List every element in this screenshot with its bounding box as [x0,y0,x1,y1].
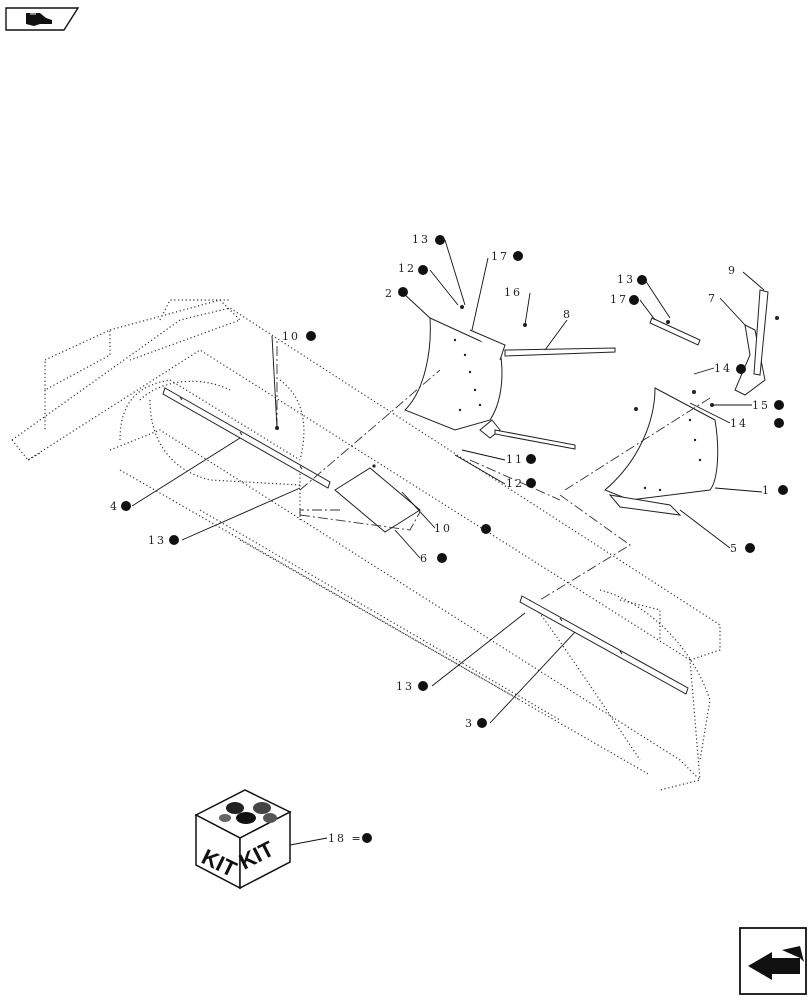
callout-label: 14 [714,362,732,375]
callout-15: 15 [712,399,784,412]
callout-14-bottom: 14 [689,402,784,430]
callout-label: 14 [730,417,748,430]
callout-label: 15 [752,399,770,412]
callout-1: 1 [714,484,788,497]
callout-label: 9 [728,264,737,277]
callout-13-left: 13 [148,487,301,547]
callout-label: 13 [412,233,430,246]
strip-part-4 [162,387,331,489]
callout-4: 4 [110,437,241,513]
curved-shield-part-1 [604,387,719,516]
callout-16: 16 [504,286,531,326]
callout-17-right: 17 [610,293,656,321]
book-hand-icon[interactable] [5,7,80,31]
callout-label: 17 [491,250,509,263]
callout-label: 10 [282,330,300,343]
callout-label: 17 [610,293,628,306]
callout-10-top: 10 [271,330,316,429]
callout-label: 12 [398,262,416,275]
callout-12-mid: 12 [454,454,536,490]
callout-label: 13 [617,273,635,286]
callout-18: 18 = [289,832,372,846]
callout-6: 6 [394,529,447,565]
fasteners [275,305,779,430]
callout-13-right: 13 [617,273,671,319]
rod-part-9 [753,289,769,376]
next-page-arrow-icon[interactable] [739,927,807,995]
callout-2: 2 [385,287,431,319]
callout-13-bottom: 13 [396,612,526,693]
callout-label: 11 [506,453,524,466]
left-trough-liner [149,379,301,486]
strip-part-3 [519,595,689,695]
callout-label: 2 [385,287,394,300]
callout-5: 5 [679,509,755,555]
callout-label: 10 [434,522,452,535]
callout-label: 8 [563,308,572,321]
callout-label: 12 [506,477,524,490]
callout-10-mid: 10 [401,491,491,535]
curved-shield-part-2 [404,317,506,439]
callout-label: 13 [396,680,414,693]
callout-label: 18 = [328,832,363,845]
rod-part-8 [494,347,616,450]
callout-12-top: 12 [398,262,459,306]
callout-7: 7 [708,292,746,326]
callout-label: 6 [420,552,429,565]
callout-11: 11 [461,449,536,466]
callout-label: 16 [504,286,522,299]
callout-8: 8 [544,308,572,351]
callout-3: 3 [465,631,576,730]
callout-9: 9 [728,264,765,291]
callout-label: 4 [110,500,119,513]
callout-17-top: 17 [471,250,523,331]
strip-part-17 [649,317,701,346]
callout-label: 13 [148,534,166,547]
callout-14-top: 14 [693,362,746,375]
plate-part-6 [334,464,421,533]
assembly-lines [276,340,711,601]
callout-label: 7 [708,292,717,305]
callout-label: 5 [730,542,739,555]
callout-label: 3 [465,717,474,730]
callout-label: 1 [762,484,771,497]
main-frame [11,299,721,791]
kit-box: KIT KIT [194,789,292,890]
kit-parts-illustration [219,802,277,824]
callout-13-top: 13 [412,233,466,306]
